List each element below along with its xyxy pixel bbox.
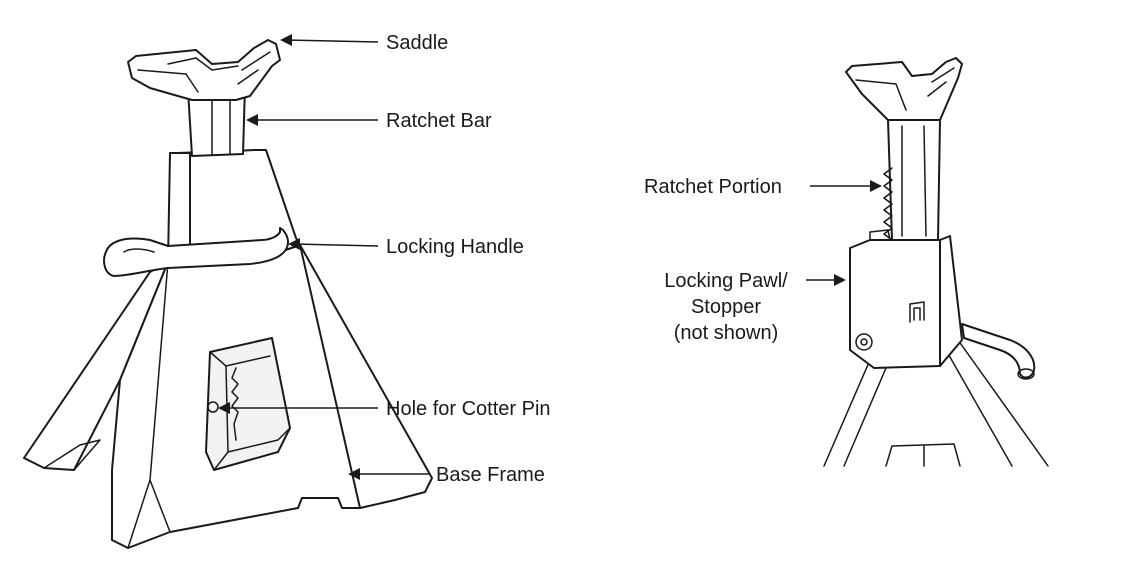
label-ratchet-portion: Ratchet Portion: [644, 176, 782, 198]
closeup-ratchet-teeth: [883, 167, 893, 241]
ratchet-portion-arrowhead: [870, 180, 882, 192]
closeup-saddle-ribs: [855, 61, 955, 111]
label-locking-handle: Locking Handle: [386, 236, 524, 258]
label-hole-cotter-pin: Hole for Cotter Pin: [386, 398, 551, 420]
closeup-saddle: [845, 57, 963, 121]
label-saddle: Saddle: [386, 32, 448, 54]
label-locking-pawl-line3: (not shown): [674, 322, 779, 344]
base-frame-bottom-edge: [149, 479, 171, 533]
base-frame-left-foot: [43, 439, 101, 471]
closeup-handle-end: [1017, 368, 1035, 380]
closeup-housing-side: [939, 235, 963, 367]
label-locking-pawl-line2: Stopper: [691, 296, 761, 318]
jack-stand-closeup-view: [823, 57, 1049, 467]
label-base-frame: Base Frame: [436, 464, 545, 486]
locking-pawl-arrowhead: [834, 274, 846, 286]
ratchet-bar-arrowhead: [246, 114, 258, 126]
window-inner-edge: [209, 351, 291, 471]
closeup-ratchet-bar: [887, 119, 941, 241]
leader-lines: [218, 34, 882, 480]
locking-handle: [103, 227, 289, 277]
closeup-ratchet-bar-slot: [901, 125, 927, 237]
locking-handle-inner: [123, 248, 155, 253]
locking-handle-leader: [293, 243, 379, 247]
closeup-housing-front: [849, 239, 941, 369]
jack-stand-full-view: [23, 39, 433, 549]
cotter-pin-hole: [207, 401, 219, 413]
closeup-right-leg: [945, 339, 1049, 467]
closeup-left-leg: [823, 359, 887, 467]
closeup-handle-rod: [961, 323, 1036, 379]
cotter-pin-arrowhead: [218, 402, 230, 414]
closeup-base-block: [885, 443, 961, 467]
closeup-pivot-pin-inner: [860, 338, 868, 346]
saddle-left-rib: [137, 57, 199, 93]
saddle-body: [127, 39, 281, 101]
saddle-arrowhead: [280, 34, 292, 46]
label-ratchet-bar: Ratchet Bar: [386, 110, 492, 132]
closeup-pivot-pin-outer: [855, 333, 873, 351]
label-locking-pawl-line1: Locking Pawl/: [664, 270, 788, 292]
labels: Saddle Ratchet Bar Locking Handle Hole f…: [386, 32, 788, 486]
closeup-pawl-slot: [909, 301, 925, 323]
saddle-leader: [285, 39, 379, 43]
saddle-center: [195, 57, 239, 71]
base-frame-arrowhead: [348, 468, 360, 480]
closeup-housing-top: [869, 229, 891, 241]
ratchet-teeth-window: [231, 367, 239, 441]
locking-handle-arrowhead: [288, 238, 300, 250]
saddle-right-rib: [237, 51, 271, 85]
